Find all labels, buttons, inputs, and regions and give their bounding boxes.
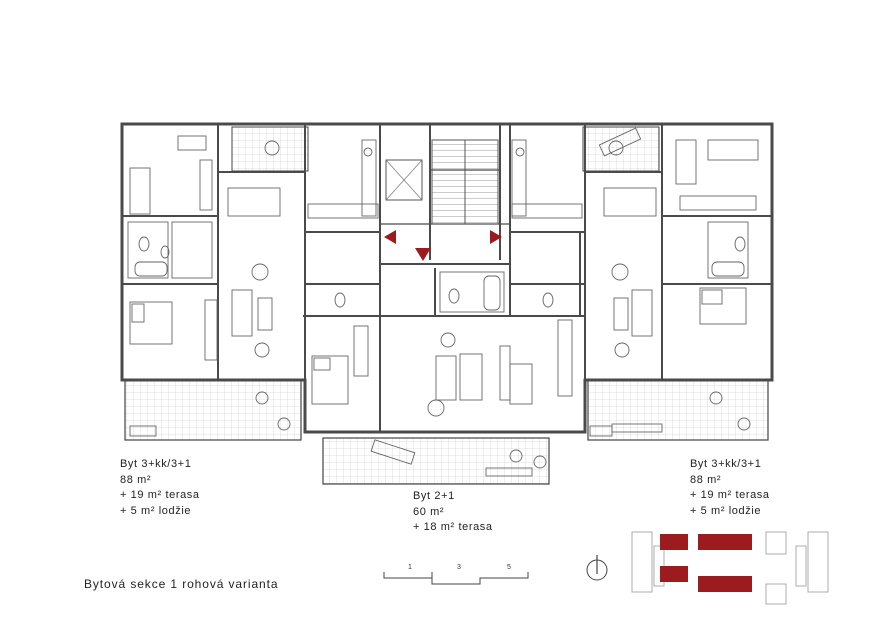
unit-label-left: Byt 3+kk/3+1 88 m² + 19 m² terasa + 5 m²… <box>120 457 200 519</box>
unit-middle-area: 60 m² <box>413 505 445 518</box>
north-arrow-icon <box>586 555 608 581</box>
furniture <box>129 127 751 477</box>
bedrooms <box>129 135 759 405</box>
unit-middle-terrace: + 18 m² terasa <box>413 521 493 533</box>
kitchens <box>307 139 583 397</box>
scale-label-5: 5 <box>507 564 511 571</box>
unit-left-type: Byt 3+kk/3+1 <box>120 458 192 470</box>
entry-arrow-icon <box>384 230 502 261</box>
unit-right-area: 88 m² <box>690 473 722 486</box>
stair-core <box>385 139 499 225</box>
terrace-left <box>124 379 302 441</box>
unit-left-area: 88 m² <box>120 473 152 486</box>
unit-right-terrace: + 19 m² terasa <box>690 489 770 501</box>
bathrooms <box>127 221 749 313</box>
key-plan-icon <box>631 531 829 605</box>
lift <box>385 159 423 201</box>
unit-right-type: Byt 3+kk/3+1 <box>690 458 762 470</box>
unit-label-middle: Byt 2+1 60 m² + 18 m² terasa <box>413 489 493 536</box>
scale-bar: 1 3 5 <box>383 564 529 585</box>
scale-label-3: 3 <box>457 564 461 571</box>
loggia-left <box>231 126 309 172</box>
loggia-right <box>582 126 660 172</box>
unit-left-terrace: + 19 m² terasa <box>120 489 200 501</box>
scale-label-1: 1 <box>408 564 412 571</box>
unit-middle-type: Byt 2+1 <box>413 490 455 502</box>
unit-label-right: Byt 3+kk/3+1 88 m² + 19 m² terasa + 5 m²… <box>690 457 770 519</box>
unit-left-loggia: + 5 m² lodžie <box>120 504 192 517</box>
unit-right-loggia: + 5 m² lodžie <box>690 504 762 517</box>
terrace-middle <box>322 437 550 485</box>
terrace-right <box>587 379 769 441</box>
plan-caption: Bytová sekce 1 rohová varianta <box>84 577 279 591</box>
